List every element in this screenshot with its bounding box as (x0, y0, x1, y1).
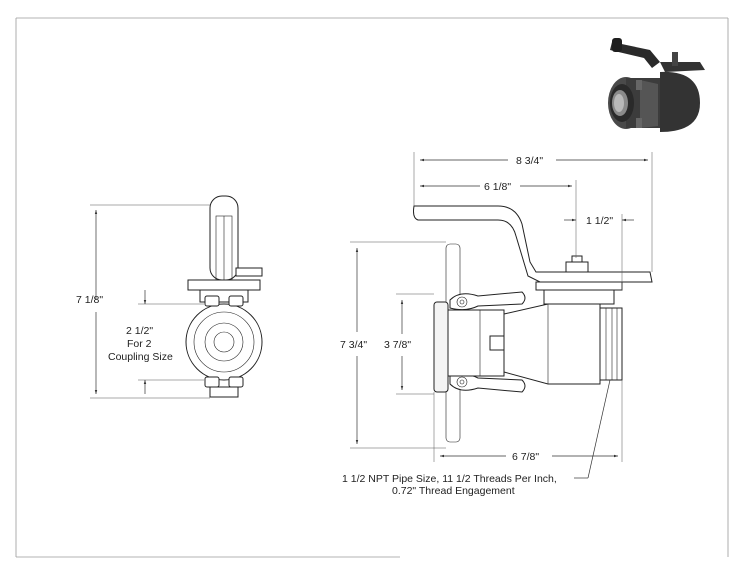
coupling-size-value: 2 1/2" (126, 325, 153, 337)
thread-note: 1 1/2 NPT Pipe Size, 11 1/2 Threads Per … (342, 473, 557, 497)
dim-end-height: 7 1/8" (76, 294, 103, 306)
drawing-frame (15, 17, 729, 558)
dim-body-length: 6 7/8" (512, 451, 539, 463)
dim-side-height: 7 3/4" (340, 339, 367, 351)
coupling-size-line3: Coupling Size (108, 351, 173, 363)
side-view-dimensions: 8 3/4" 6 1/8" 1 1/2" 7 3/4" 3 7/8" 6 7/8… (340, 152, 653, 479)
dim-handle-offset: 1 1/2" (586, 215, 613, 227)
valve-render (608, 38, 705, 132)
dim-body-height: 3 7/8" (384, 339, 411, 351)
end-view (185, 195, 263, 398)
coupling-size-line2: For 2 (127, 338, 152, 350)
dim-overall-length: 8 3/4" (516, 155, 543, 167)
thread-note-line1: 1 1/2 NPT Pipe Size, 11 1/2 Threads Per … (342, 473, 557, 485)
thread-note-line2: 0.72" Thread Engagement (392, 485, 515, 497)
end-view-dimensions: 7 1/8" 2 1/2" For 2 Coupling Size (76, 204, 210, 399)
dim-handle-length: 6 1/8" (484, 181, 511, 193)
side-view (413, 205, 653, 443)
